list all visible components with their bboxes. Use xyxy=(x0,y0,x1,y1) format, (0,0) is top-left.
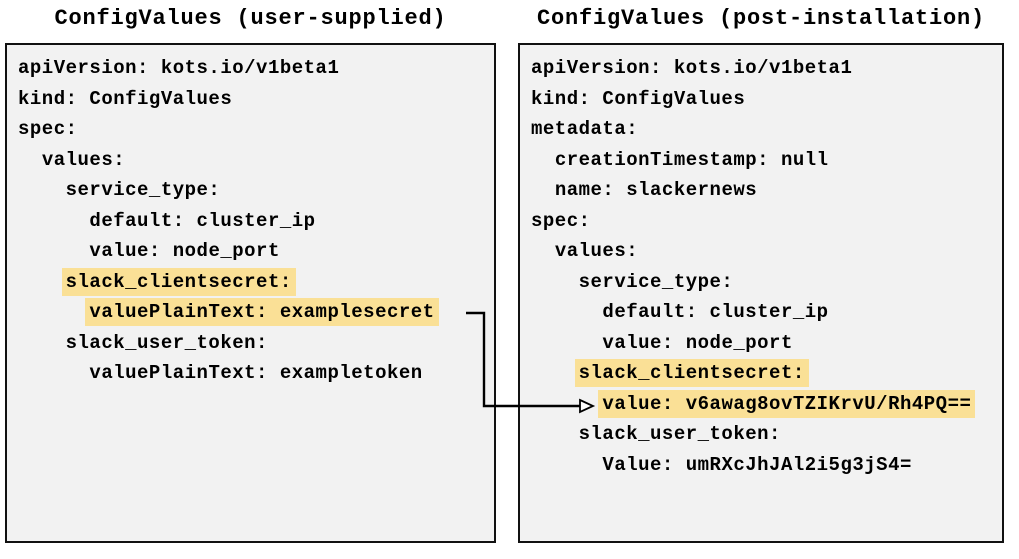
code-text: name: slackernews xyxy=(554,179,758,201)
panel-title-post-installation: ConfigValues (post-installation) xyxy=(536,6,986,31)
code-indent xyxy=(18,271,66,293)
code-indent xyxy=(531,149,555,171)
code-text: values: xyxy=(41,148,126,171)
code-indent xyxy=(18,301,89,323)
code-line: slack_clientsecret: xyxy=(18,267,488,298)
code-line: apiVersion: kots.io/v1beta1 xyxy=(531,53,996,84)
code-text: service_type: xyxy=(65,179,221,201)
code-line: service_type: xyxy=(18,175,488,206)
highlighted-code-text: slack_clientsecret: xyxy=(61,267,296,296)
code-line: spec: xyxy=(18,114,488,145)
code-line: kind: ConfigValues xyxy=(531,84,996,115)
config-panel-user-supplied: apiVersion: kots.io/v1beta1 kind: ConfigV… xyxy=(5,43,496,543)
code-indent xyxy=(531,301,602,323)
code-line: name: slackernews xyxy=(531,175,996,206)
code-text: kind: ConfigValues xyxy=(531,87,746,110)
code-text: spec: xyxy=(531,209,591,232)
code-indent xyxy=(531,332,602,354)
code-text: value: node_port xyxy=(602,331,793,354)
code-text: apiVersion: kots.io/v1beta1 xyxy=(531,57,853,79)
code-indent xyxy=(531,362,579,384)
highlighted-code-text: valuePlainText: examplesecret xyxy=(85,298,439,326)
code-text: valuePlainText: exampletoken xyxy=(89,362,423,384)
code-line: value: node_port xyxy=(531,328,996,359)
code-text: values: xyxy=(554,240,639,262)
code-text: slack_user_token: xyxy=(65,331,268,354)
code-indent xyxy=(531,240,555,262)
code-line: default: cluster_ip xyxy=(531,297,996,328)
config-panel-post-installation: apiVersion: kots.io/v1beta1 kind: ConfigV… xyxy=(518,43,1004,543)
code-text: metadata: xyxy=(531,118,639,140)
code-text: default: cluster_ip xyxy=(602,301,829,323)
code-line: default: cluster_ip xyxy=(18,206,488,237)
code-indent xyxy=(18,149,42,171)
code-indent xyxy=(531,179,555,201)
code-text: Value: umRXcJhJAl2i5g3jS4= xyxy=(602,453,912,476)
code-indent xyxy=(531,271,579,293)
code-line: slack_clientsecret: xyxy=(531,358,996,389)
code-line: slack_user_token: xyxy=(18,328,488,359)
code-text: value: node_port xyxy=(89,240,280,262)
code-line: Value: umRXcJhJAl2i5g3jS4= xyxy=(531,450,996,481)
code-line: metadata: xyxy=(531,114,996,145)
code-indent xyxy=(18,179,66,201)
code-line: valuePlainText: exampletoken xyxy=(18,358,488,389)
code-line: values: xyxy=(18,145,488,176)
code-text: kind: ConfigValues xyxy=(18,87,233,110)
code-line: slack_user_token: xyxy=(531,419,996,450)
code-line: spec: xyxy=(531,206,996,237)
panel-title-user-supplied: ConfigValues (user-supplied) xyxy=(54,6,447,31)
code-text: slack_user_token: xyxy=(578,423,781,445)
highlighted-code-text: value: v6awag8ovTZIKrvU/Rh4PQ== xyxy=(598,389,976,418)
code-line: service_type: xyxy=(531,267,996,298)
code-indent xyxy=(531,393,602,415)
code-text: spec: xyxy=(18,118,78,140)
code-line: value: v6awag8ovTZIKrvU/Rh4PQ== xyxy=(531,389,996,420)
code-indent xyxy=(18,210,89,232)
code-indent xyxy=(531,423,579,445)
code-line: value: node_port xyxy=(18,236,488,267)
highlighted-code-text: slack_clientsecret: xyxy=(574,359,809,387)
code-text: creationTimestamp: null xyxy=(554,148,829,171)
code-indent xyxy=(18,362,89,384)
code-line: creationTimestamp: null xyxy=(531,145,996,176)
code-indent xyxy=(18,240,89,262)
code-text: default: cluster_ip xyxy=(89,209,316,232)
code-line: valuePlainText: examplesecret xyxy=(18,297,488,328)
code-line: apiVersion: kots.io/v1beta1 xyxy=(18,53,488,84)
code-text: service_type: xyxy=(578,270,734,293)
code-line: kind: ConfigValues xyxy=(18,84,488,115)
code-indent xyxy=(18,332,66,354)
code-indent xyxy=(531,454,602,476)
code-line: values: xyxy=(531,236,996,267)
code-text: apiVersion: kots.io/v1beta1 xyxy=(18,57,340,79)
